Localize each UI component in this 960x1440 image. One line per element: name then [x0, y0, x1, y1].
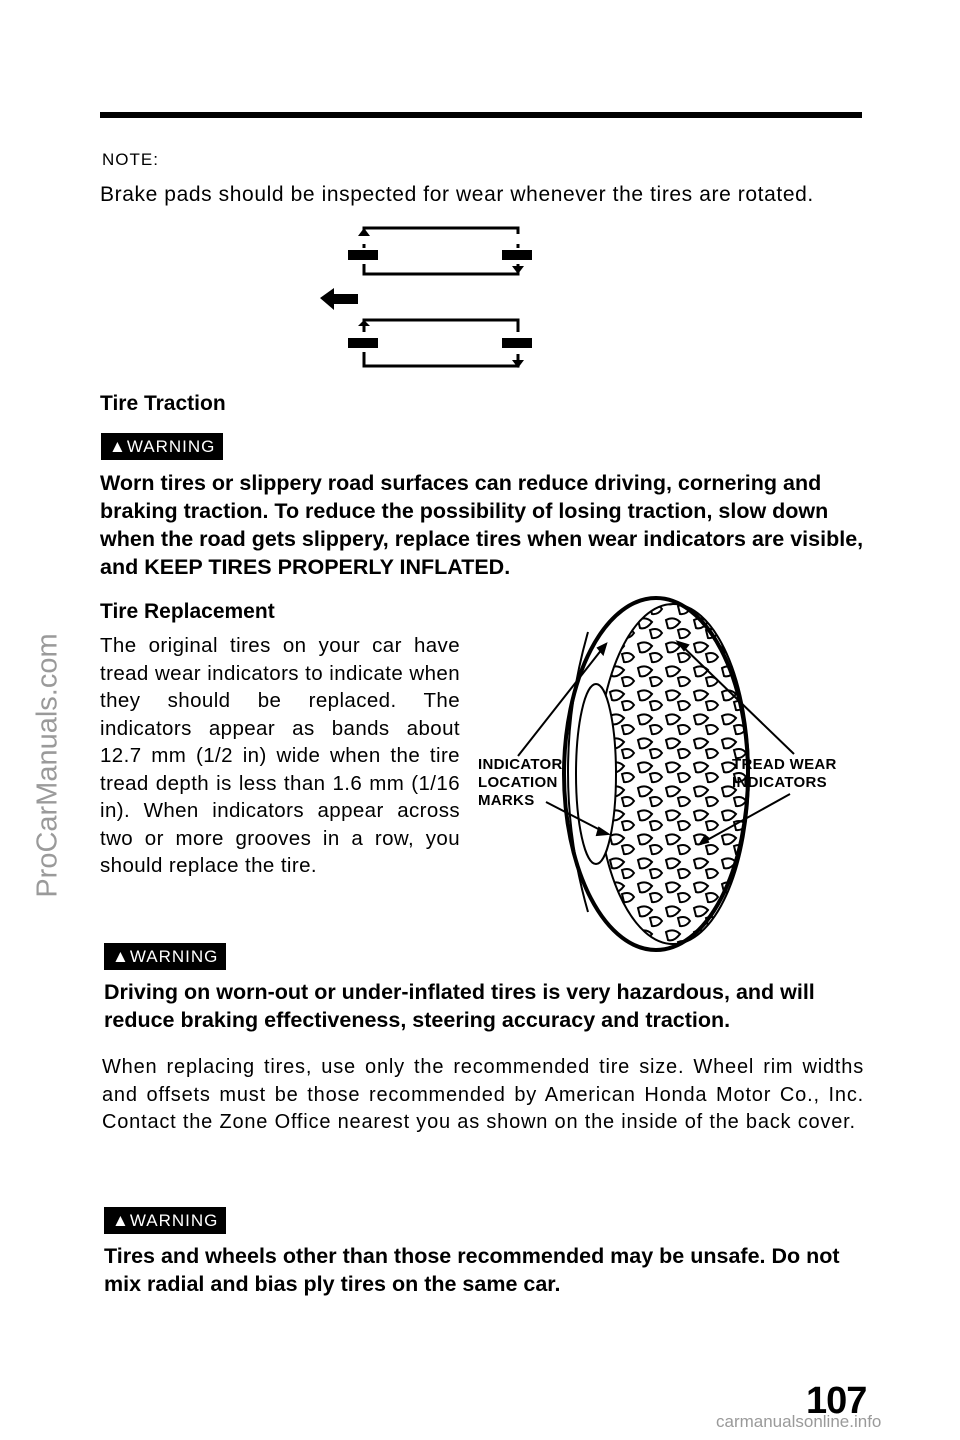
callout-line: TREAD WEAR: [732, 756, 837, 773]
side-watermark: ProCarManuals.com: [31, 633, 64, 898]
warning-icon: ▲: [112, 1211, 130, 1230]
tire-diagram: [517, 596, 795, 952]
note-label: NOTE:: [102, 150, 159, 169]
warning-badge: ▲WARNING: [101, 433, 224, 460]
page-number: 107: [806, 1380, 867, 1422]
callout-line: INDICATORS: [732, 774, 827, 791]
callout-line: MARKS: [478, 792, 535, 809]
tire-rotation-diagram: [320, 226, 532, 368]
tire-replacement-text: The original tires on your car have trea…: [100, 634, 460, 877]
note-text: Brake pads should be inspected for wear …: [100, 183, 814, 206]
warning-badge: ▲WARNING: [104, 943, 227, 970]
warning-badge-label: WARNING: [129, 947, 219, 966]
top-rule: [100, 112, 862, 118]
tire-traction-heading: Tire Traction: [100, 392, 226, 415]
warning-badge: ▲WARNING: [104, 1207, 227, 1234]
wheels-warning-text: Tires and wheels other than those recomm…: [104, 1244, 840, 1296]
tire-replacement-heading: Tire Replacement: [100, 600, 275, 623]
warning-icon: ▲: [109, 437, 127, 456]
tread-wear-callout: TREAD WEAR INDICATORS: [732, 756, 837, 792]
callout-line: LOCATION: [478, 774, 558, 791]
replacement-instructions-text: When replacing tires, use only the recom…: [102, 1056, 864, 1133]
indicator-location-callout: INDICATOR LOCATION MARKS: [478, 756, 563, 810]
warning-icon: ▲: [112, 947, 130, 966]
inflation-warning-text: Driving on worn-out or under-inflated ti…: [104, 980, 815, 1032]
traction-warning-text: Worn tires or slippery road surfaces can…: [100, 471, 864, 579]
bottom-watermark: carmanualsonline.info: [716, 1412, 882, 1431]
callout-line: INDICATOR: [478, 756, 563, 773]
warning-badge-label: WARNING: [126, 437, 216, 456]
warning-badge-label: WARNING: [129, 1211, 219, 1230]
